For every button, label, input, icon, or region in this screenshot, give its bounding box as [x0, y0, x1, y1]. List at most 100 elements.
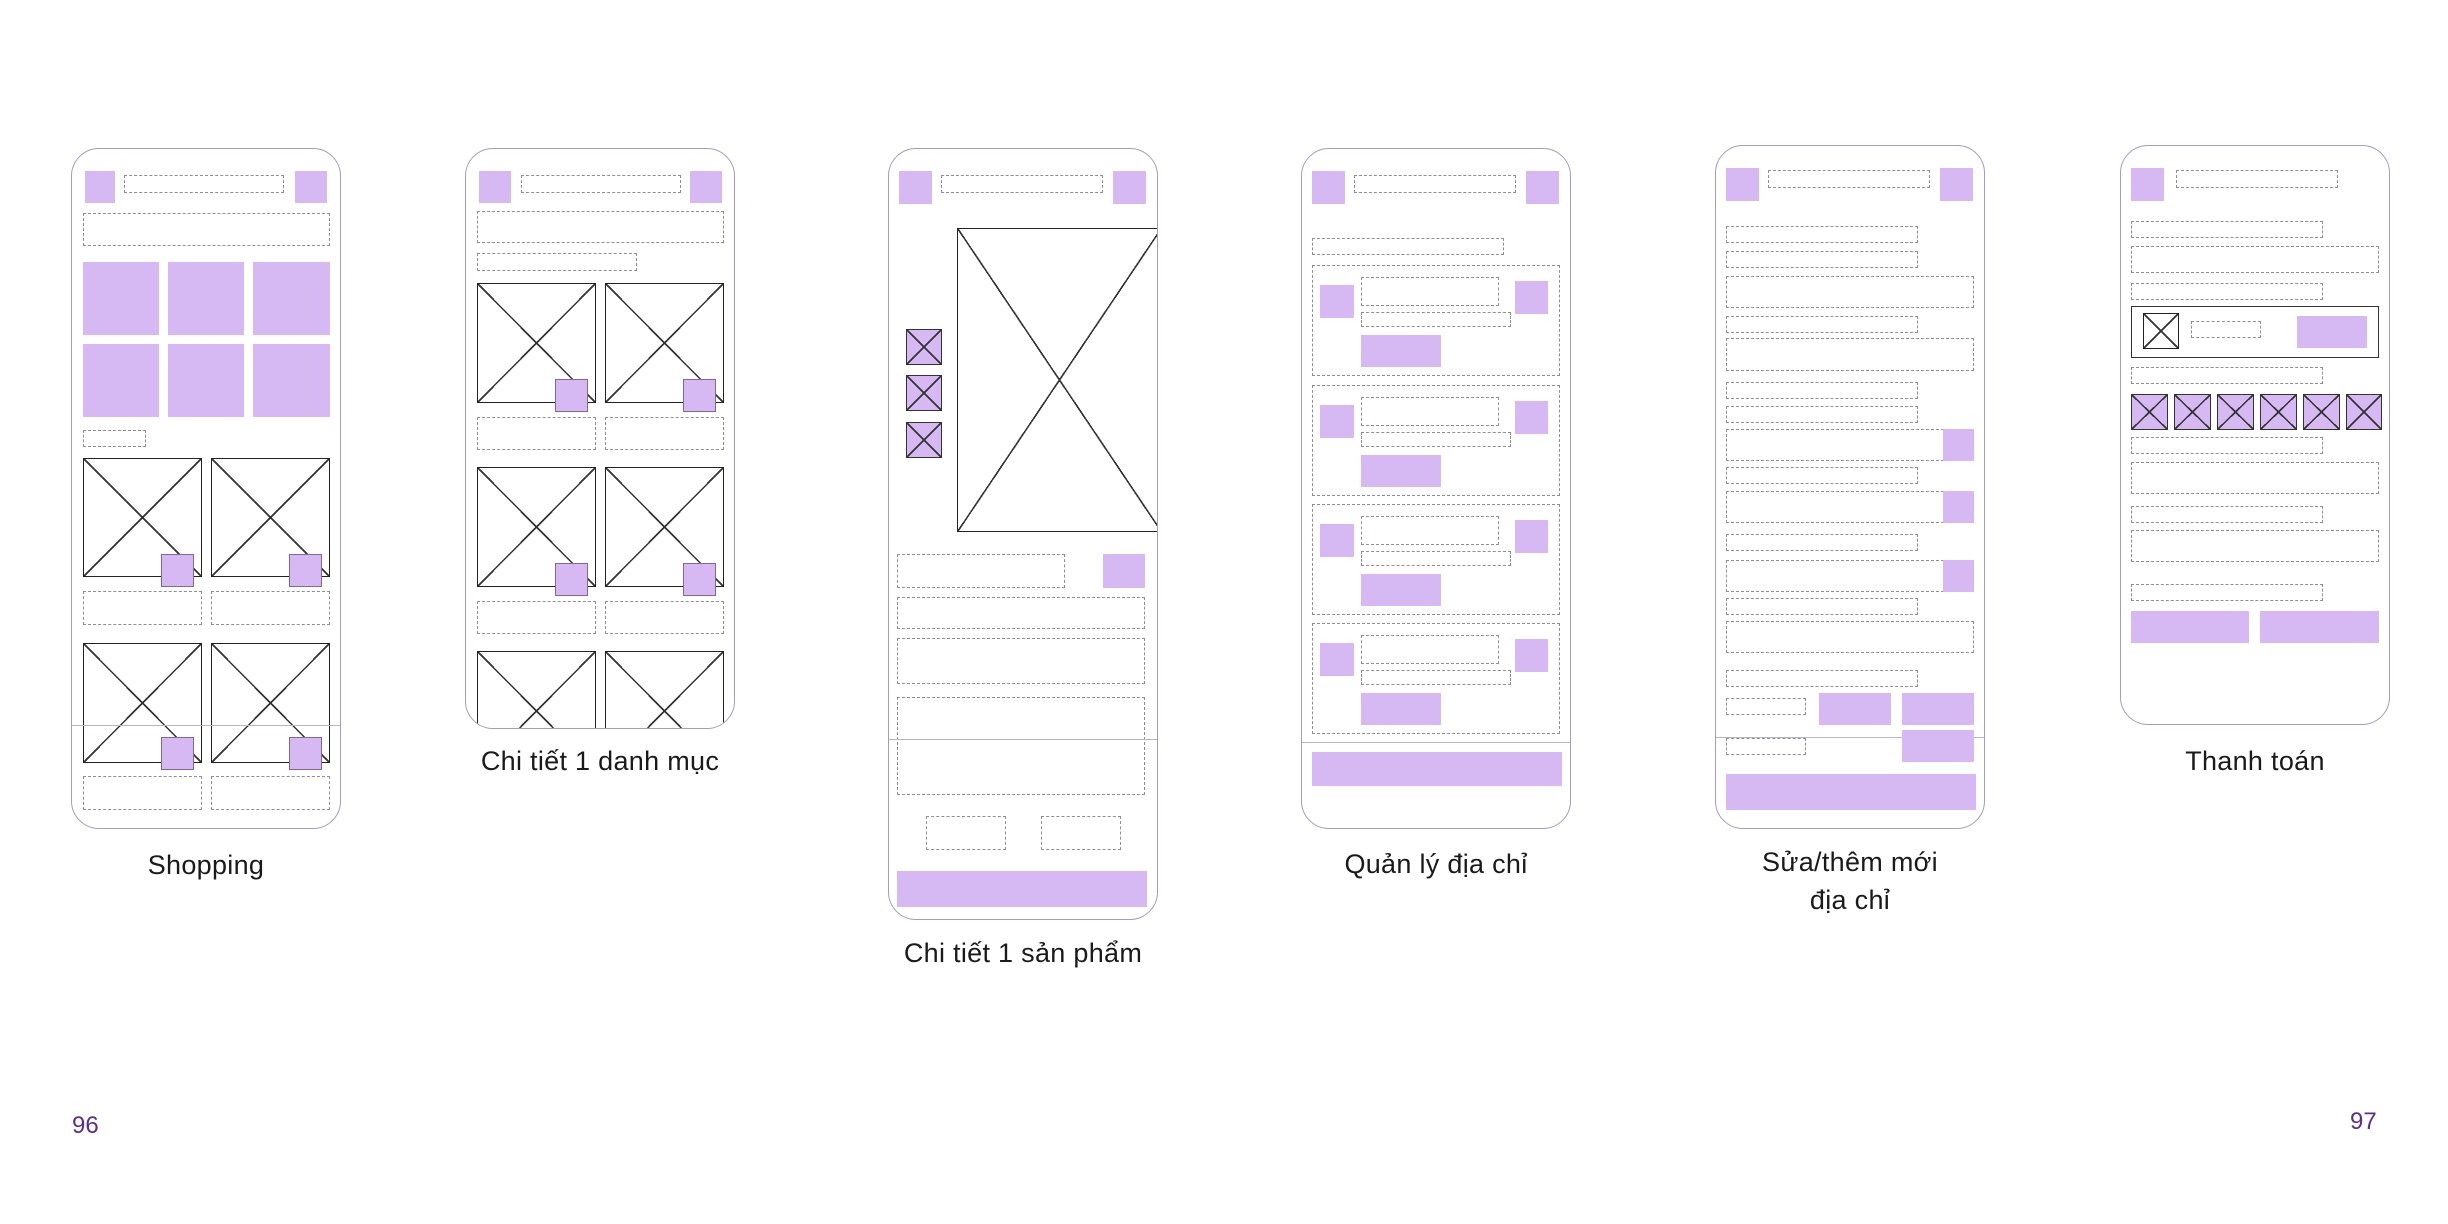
payment-method-icon-placeholder — [2303, 394, 2340, 430]
address-line-placeholder — [1361, 312, 1511, 327]
quantity-decrease-placeholder — [926, 816, 1006, 850]
title-bar-placeholder — [124, 175, 284, 193]
default-label-placeholder — [1726, 738, 1806, 755]
save-icon-placeholder — [1940, 168, 1973, 201]
caption-checkout: Thanh toán — [2185, 746, 2325, 776]
address-line-placeholder — [1361, 432, 1511, 447]
thumbnail-image-placeholder — [906, 375, 942, 411]
fold-line — [1302, 742, 1570, 743]
section-label-placeholder — [83, 430, 146, 447]
field-label-placeholder — [1726, 251, 1918, 268]
action-icon-placeholder — [1526, 171, 1559, 204]
phone-input-placeholder — [1726, 338, 1974, 371]
price-placeholder — [897, 597, 1145, 629]
thumbnail-image-placeholder — [906, 329, 942, 365]
address-card — [1312, 623, 1560, 734]
add-to-cart-placeholder — [683, 379, 716, 412]
payment-method-icon-placeholder — [2131, 394, 2168, 430]
address-name-placeholder — [1361, 277, 1499, 306]
address-name-placeholder — [1361, 635, 1499, 664]
wireframe-shopping — [71, 148, 341, 829]
address-icon-placeholder — [1320, 524, 1354, 557]
field-label-placeholder — [1726, 670, 1918, 687]
name-input-placeholder — [1726, 276, 1974, 308]
title-bar-placeholder — [1768, 170, 1930, 188]
back-icon-placeholder — [899, 171, 932, 204]
product-name-placeholder — [605, 417, 724, 450]
note-input-placeholder — [2131, 530, 2379, 562]
field-label-placeholder — [2131, 584, 2323, 601]
address-icon-placeholder — [1320, 285, 1354, 318]
caption-product-detail: Chi tiết 1 sản phẩm — [903, 938, 1143, 968]
section-label-placeholder — [1312, 238, 1504, 255]
search-field-placeholder — [477, 211, 724, 243]
cart-icon-placeholder — [690, 171, 722, 203]
product-name-placeholder — [477, 417, 596, 450]
category-tile — [168, 262, 244, 335]
office-option-placeholder — [1902, 693, 1974, 725]
ward-select-placeholder — [1726, 560, 1974, 592]
category-tile — [168, 344, 244, 417]
field-label-placeholder — [1726, 316, 1918, 333]
field-label-placeholder — [1726, 467, 1918, 484]
cart-icon-placeholder — [295, 171, 327, 203]
order-item-row — [2131, 306, 2379, 358]
order-button-placeholder — [2260, 611, 2379, 643]
product-name-placeholder — [83, 591, 202, 625]
add-to-cart-placeholder — [289, 554, 322, 587]
title-bar-placeholder — [2176, 170, 2338, 188]
product-name-placeholder — [897, 554, 1065, 588]
payment-method-icon-placeholder — [2346, 394, 2382, 430]
field-label-placeholder — [2131, 221, 2323, 238]
caption-shopping: Shopping — [147, 850, 265, 880]
address-type-label-placeholder — [1726, 698, 1806, 715]
product-image-placeholder — [605, 651, 724, 728]
caption-line-1: Sửa/thêm mới — [1762, 847, 1938, 877]
category-tile — [253, 262, 330, 335]
caption-category-detail: Chi tiết 1 danh mục — [480, 746, 720, 776]
voucher-input-placeholder — [2131, 462, 2379, 494]
title-bar-placeholder — [941, 175, 1103, 193]
product-name-placeholder — [83, 776, 202, 810]
back-icon-placeholder — [1312, 171, 1345, 204]
field-label-placeholder — [2131, 367, 2323, 384]
dropdown-icon-placeholder — [1943, 491, 1974, 523]
address-icon-placeholder — [1320, 405, 1354, 438]
default-button-placeholder — [1361, 335, 1441, 367]
field-label-placeholder — [1726, 226, 1918, 243]
default-button-placeholder — [1361, 693, 1441, 725]
field-label-placeholder — [1726, 406, 1918, 423]
field-label-placeholder — [1726, 382, 1918, 399]
product-name-placeholder — [477, 601, 596, 634]
wireframe-product-detail — [888, 148, 1158, 920]
add-to-cart-button-placeholder — [897, 871, 1147, 907]
payment-method-icon-placeholder — [2260, 394, 2297, 430]
edit-icon-placeholder — [1515, 520, 1548, 553]
add-to-cart-placeholder — [289, 737, 322, 770]
category-tile — [253, 344, 330, 417]
address-card — [1312, 504, 1560, 615]
address-icon-placeholder — [1320, 643, 1354, 676]
fold-line — [72, 725, 340, 726]
address-card — [1312, 385, 1560, 496]
address-field-placeholder — [2131, 246, 2379, 273]
filter-label-placeholder — [477, 253, 637, 271]
add-address-button-placeholder — [1312, 752, 1562, 786]
product-image-placeholder — [83, 458, 202, 577]
add-to-cart-placeholder — [161, 554, 194, 587]
back-icon-placeholder — [2131, 168, 2164, 201]
district-select-placeholder — [1726, 491, 1974, 523]
title-bar-placeholder — [1354, 175, 1516, 193]
fold-line — [1716, 737, 1984, 738]
field-label-placeholder — [2131, 506, 2323, 523]
edit-icon-placeholder — [1515, 281, 1548, 314]
wireframe-edit-add-address — [1715, 145, 1985, 829]
caption-address-management: Quản lý địa chỉ — [1344, 849, 1528, 879]
wireframe-category-detail — [465, 148, 735, 729]
page-number-left: 96 — [72, 1112, 99, 1139]
product-name-placeholder — [605, 601, 724, 634]
thumbnail-image-placeholder — [906, 422, 942, 458]
page-number-right: 97 — [2350, 1108, 2377, 1135]
product-image-placeholder — [477, 651, 596, 728]
add-to-cart-placeholder — [683, 563, 716, 596]
